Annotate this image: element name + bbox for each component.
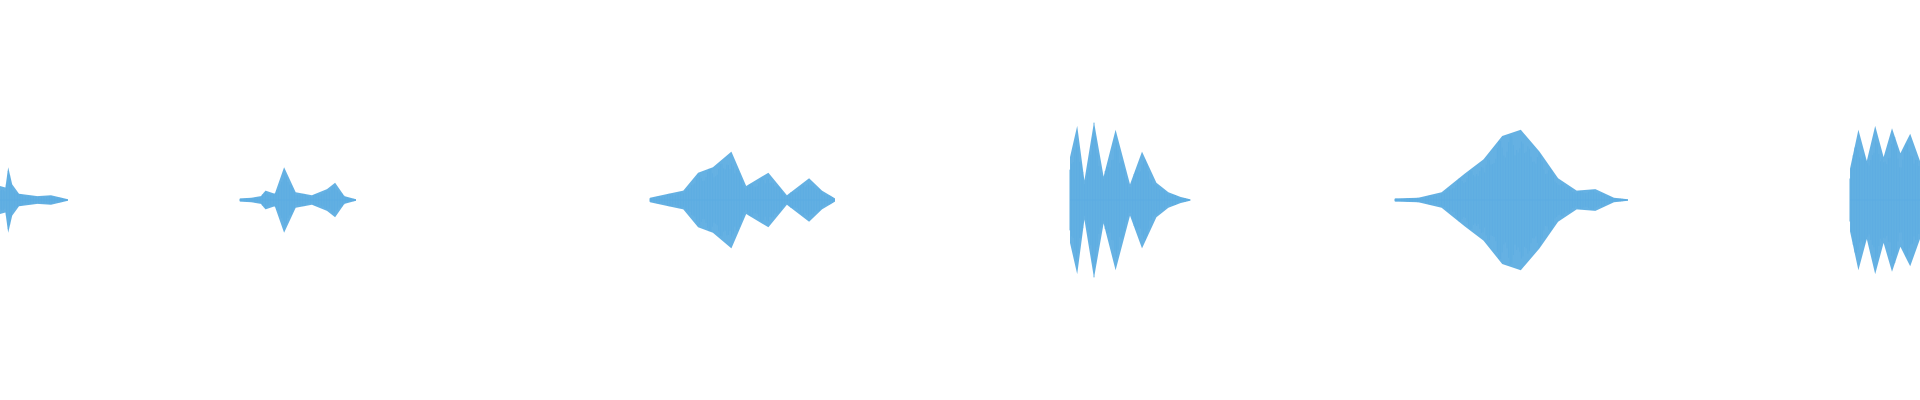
waveform-segment-2 — [239, 167, 356, 233]
waveform-segment-5 — [1394, 129, 1628, 271]
waveform-segment-4 — [1069, 122, 1191, 278]
waveform-segment-6 — [1849, 125, 1920, 275]
waveform-segment-3 — [649, 151, 835, 249]
waveform-segment-1 — [0, 167, 68, 233]
